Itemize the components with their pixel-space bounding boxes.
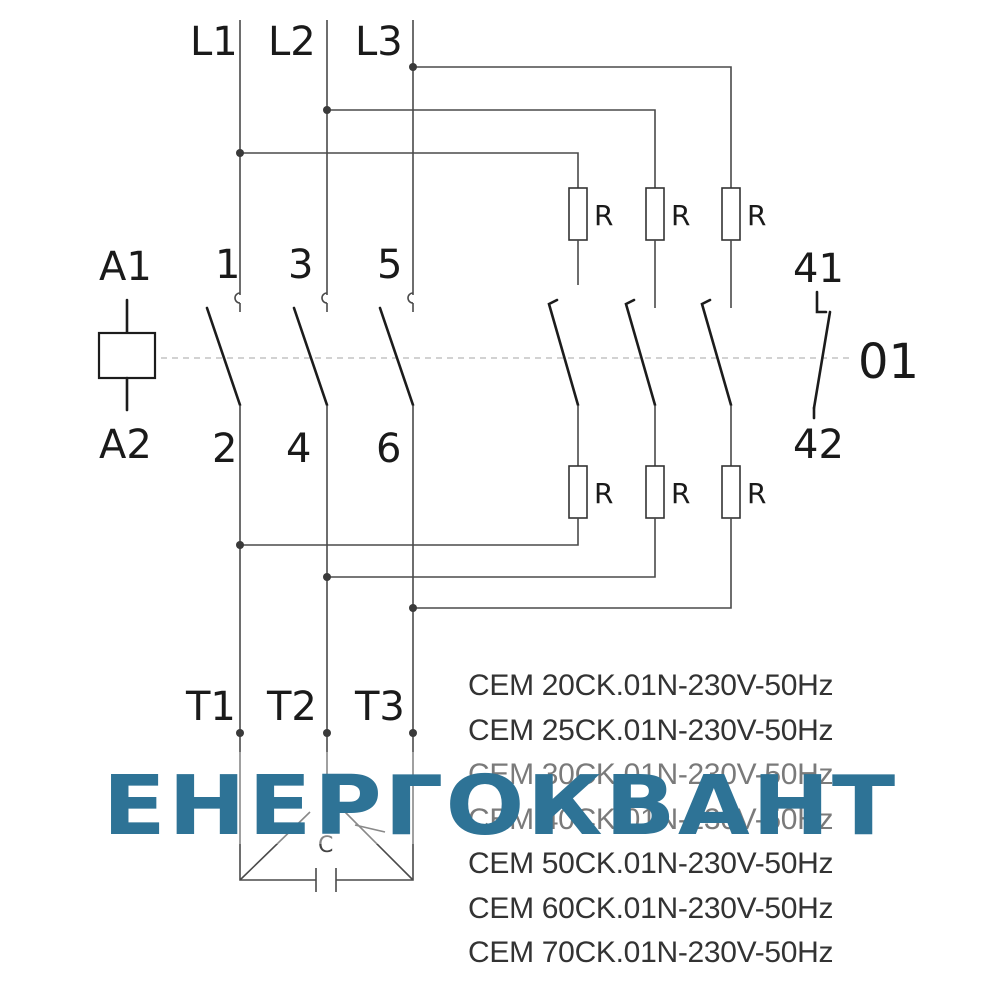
label-capacitor: C [318,833,333,858]
label-resistor: R [747,199,766,232]
model-line: CEM 20CK.01N-230V-50Hz [468,669,833,702]
watermark-band [30,752,970,844]
model-line: CEM 50CK.01N-230V-50Hz [468,847,833,880]
junction-dot [409,63,417,71]
label-resistor: R [671,199,690,232]
terminal-dot [323,729,331,737]
label-resistor: R [594,199,613,232]
junction-dot [409,604,417,612]
label-t1: T1 [185,684,236,730]
label-aux-42: 42 [793,422,844,468]
label-resistor: R [747,477,766,510]
main-contact-2 [292,306,329,407]
resistor-lower-1 [568,465,588,519]
label-l1: L1 [190,19,238,65]
junction-dot [323,106,331,114]
tap-l3 [413,66,732,188]
model-line: CEM 25CK.01N-230V-50Hz [468,714,833,747]
aux-nc-blade [812,310,832,410]
label-contact-4: 4 [286,426,311,472]
resistor-lower-3 [721,465,741,519]
aux-contact-3 [700,298,733,407]
aux-nc-top [815,290,828,314]
terminal-dot [236,729,244,737]
contact-arc [407,292,414,304]
cap-diag [239,811,311,881]
label-resistor: R [594,477,613,510]
resistor-upper-2 [645,187,665,241]
aux-contact-2 [624,298,657,407]
cap-diag [269,824,301,833]
label-contact-6: 6 [376,426,401,472]
label-t2: T2 [266,684,317,730]
main-contact-1 [205,306,242,407]
junction-dot [236,541,244,549]
label-contact-3: 3 [288,242,313,288]
label-a2: A2 [99,422,152,468]
resistor-lower-2 [645,465,665,519]
model-line: CEM 30CK.01N-230V-50Hz [468,758,833,791]
label-a1: A1 [99,244,152,290]
model-line: CEM 40CK.01N-230V-50Hz [468,803,833,836]
junction-dot [323,573,331,581]
model-line: CEM 70CK.01N-230V-50Hz [468,936,833,969]
label-resistor: R [671,477,690,510]
contact-arc [321,292,328,304]
label-contact-1: 1 [215,242,240,288]
label-aux-type: 01 [858,334,919,390]
resistor-upper-3 [721,187,741,241]
cap-diag [344,811,414,881]
label-contact-2: 2 [212,426,237,472]
watermark-logo: ЕНЕРГОКВАНТ [30,752,970,854]
terminal-dot [409,729,417,737]
model-line: CEM 60CK.01N-230V-50Hz [468,892,833,925]
contact-arc [234,292,241,304]
resistor-upper-1 [568,187,588,241]
label-contact-5: 5 [377,242,402,288]
return-1 [240,518,579,546]
watermark-text: ЕНЕРГОКВАНТ [103,759,898,854]
junction-dot [236,149,244,157]
tap-l1 [240,152,579,188]
return-2 [327,518,656,578]
coil-symbol [97,331,157,380]
label-l2: L2 [268,19,316,65]
tap-l2 [327,109,656,188]
main-contact-3 [378,306,415,407]
label-aux-41: 41 [793,246,844,292]
return-3 [413,518,732,609]
label-t3: T3 [354,684,405,730]
cap-diag [354,824,386,833]
label-l3: L3 [355,19,403,65]
aux-contact-1 [547,298,580,407]
